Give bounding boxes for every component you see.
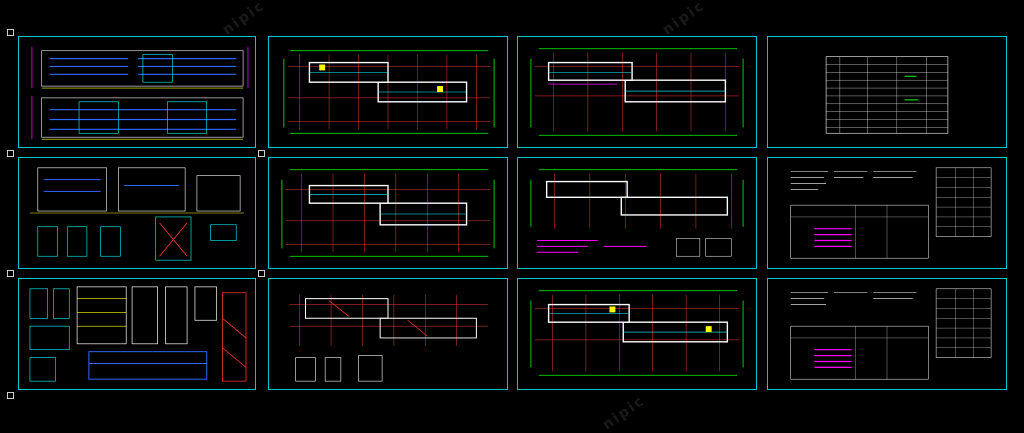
sheet-notes-table-2[interactable] [767,278,1007,390]
sheet-plan-4[interactable] [517,157,757,269]
floor-plan-drawing [283,50,495,134]
watermark-text: nipic [599,392,649,433]
selection-grip[interactable] [7,29,14,36]
sheet-elevations[interactable] [18,36,256,148]
sheet-construction-details[interactable] [18,278,256,390]
selection-grip[interactable] [258,150,265,157]
elevation-detail-drawing [29,167,245,261]
sheet-notes-table-1[interactable] [767,157,1007,269]
watermark-text: nipic [659,0,709,39]
elevation-drawing [31,46,249,140]
selection-grip[interactable] [7,150,14,157]
sheet-schedule-table[interactable] [767,36,1007,148]
notes-table-drawing [790,167,992,259]
floor-plan-drawing [530,48,744,136]
sheet-plan-6[interactable] [517,278,757,390]
sheet-plan-3[interactable] [268,157,508,269]
selection-grip[interactable] [7,392,14,399]
watermark-text: nipic [219,0,269,39]
floor-plan-drawing [530,290,744,376]
schedule-table-drawing [825,56,949,134]
sheet-elevation-details[interactable] [18,157,256,269]
construction-detail-drawing [29,286,247,382]
sheet-plan-5[interactable] [268,278,508,390]
sheet-plan-1[interactable] [268,36,508,148]
sheet-plan-2[interactable] [517,36,757,148]
selection-grip[interactable] [258,270,265,277]
selection-grip[interactable] [7,270,14,277]
floor-plan-drawing [289,294,489,382]
floor-plan-drawing [281,169,495,257]
floor-plan-drawing [530,169,744,257]
notes-table-drawing [790,288,992,380]
